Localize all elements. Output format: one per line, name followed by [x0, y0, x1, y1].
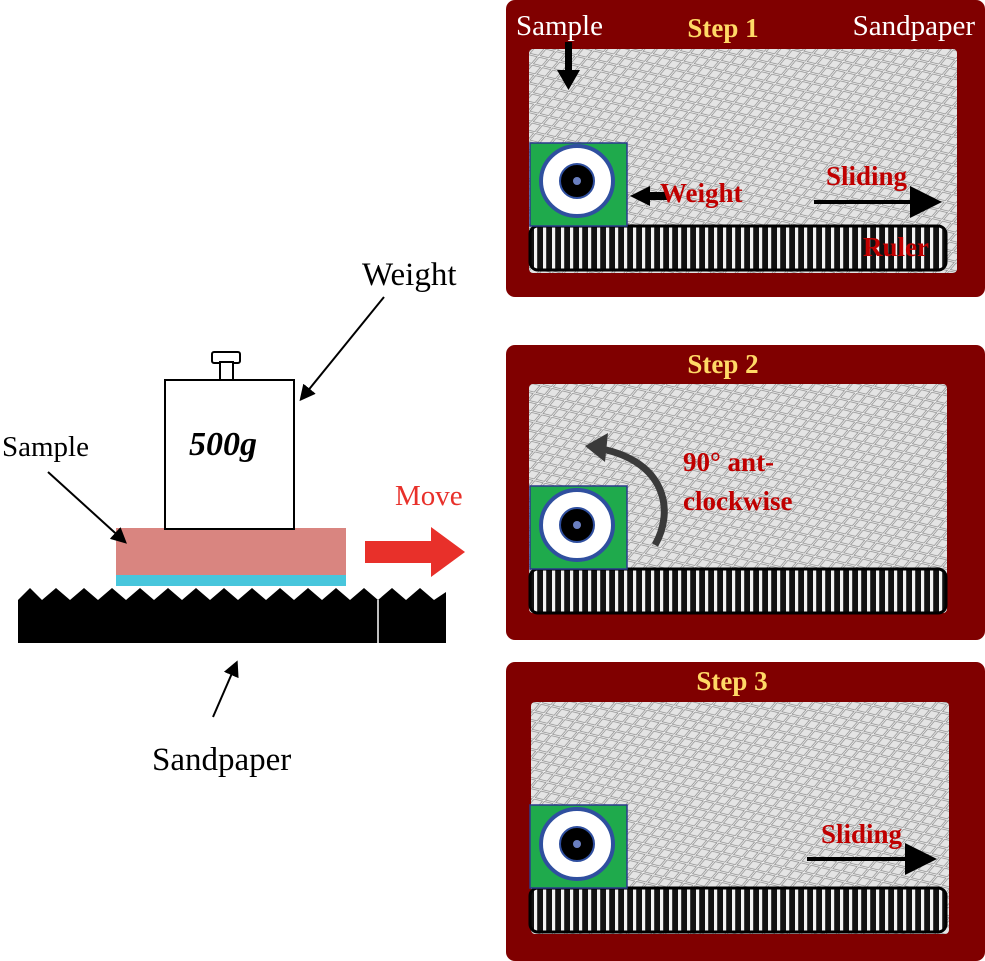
- step-2-rotation-arrow-shaft: [601, 445, 668, 547]
- sample-label: Sample: [2, 431, 89, 463]
- step-3-sliding-label: Sliding: [821, 819, 903, 849]
- step-1-mesh: [529, 49, 957, 273]
- step-1-panel: Step 1 Sample Sandpaper Ruler Weight Sli…: [506, 0, 985, 297]
- weight-label: Weight: [362, 257, 457, 293]
- step-2-rotation-line1: 90° ant-: [683, 447, 774, 477]
- weight-mass-label: 500g: [189, 426, 257, 463]
- step-3-mesh: [531, 702, 949, 934]
- sample-pointer-arrow: [47, 471, 127, 544]
- step-2-mesh: [529, 384, 947, 613]
- step-1-weight-highlight: [573, 177, 581, 185]
- step-3-ruler: [528, 886, 948, 934]
- left-schematic: 500g Weight Sample Move Sandpaper: [2, 257, 465, 778]
- weight-block: [164, 379, 295, 530]
- sandpaper-pointer-arrow: [212, 660, 239, 718]
- step-2-ruler: [528, 567, 948, 615]
- step-1-ruler: [528, 224, 948, 272]
- step-2-rotation-arrow-head: [585, 433, 608, 462]
- step-3-title: Step 3: [696, 666, 767, 696]
- sandpaper-block: [18, 588, 446, 643]
- sandpaper-label: Sandpaper: [152, 742, 291, 778]
- step-2-title: Step 2: [687, 349, 758, 379]
- step-2-rotation-line2: clockwise: [683, 486, 792, 516]
- sample-block: [116, 528, 346, 575]
- step-1-weight-label: Weight: [660, 178, 743, 208]
- move-arrow: [365, 527, 465, 577]
- step-2-panel: Step 2 90° ant- clockwise: [506, 345, 985, 640]
- sample-blue-layer: [116, 574, 346, 586]
- step-3-weight-highlight: [573, 840, 581, 848]
- step-1-ruler-label: Ruler: [863, 232, 929, 262]
- step-1-sliding-label: Sliding: [826, 161, 908, 191]
- step-1-sample-arrow: [557, 42, 580, 90]
- step-1-sample-label: Sample: [516, 10, 603, 42]
- step-1-title: Step 1: [687, 13, 758, 43]
- weight-pointer-arrow: [299, 296, 385, 402]
- step-1-weight-arrow: [630, 186, 667, 206]
- step-1-sandpaper-label: Sandpaper: [853, 10, 976, 42]
- step-2-weight-highlight: [573, 521, 581, 529]
- move-label: Move: [395, 480, 463, 512]
- step-3-panel: Step 3 Sliding: [506, 662, 985, 961]
- weight-knob-stem: [219, 361, 234, 381]
